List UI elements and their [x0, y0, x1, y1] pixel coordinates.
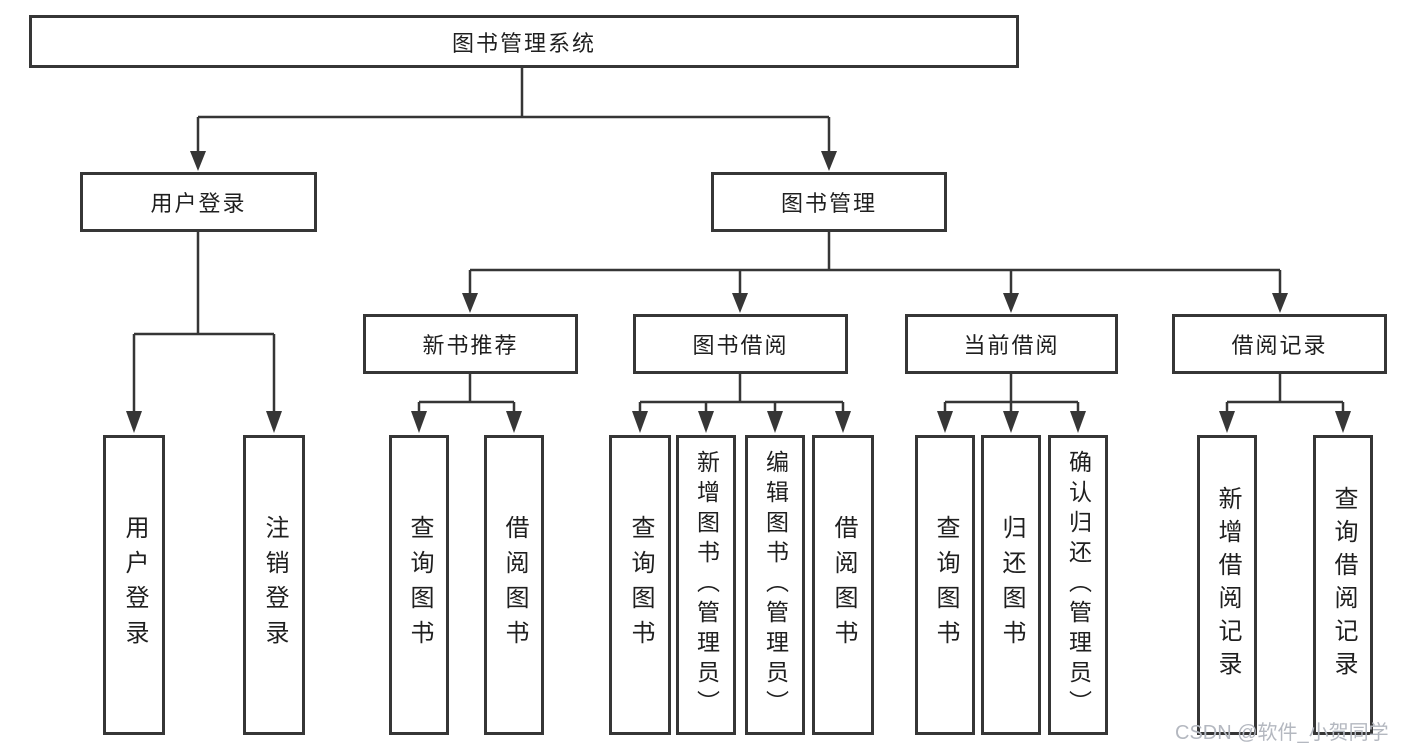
arrow-down-icon: [1003, 293, 1019, 313]
node-root: 图书管理系统: [29, 15, 1019, 68]
leaf-query-books-2: 查询图书: [609, 435, 671, 735]
leaf-borrow-books-1-label: 借阅图书: [501, 515, 528, 655]
arrow-down-icon: [1003, 411, 1019, 433]
node-current-borrowing: 当前借阅: [905, 314, 1118, 374]
node-user-login-label: 用户登录: [150, 191, 247, 216]
leaf-add-borrow-record: 新增借阅记录: [1197, 435, 1257, 735]
node-current-borrowing-label: 当前借阅: [963, 333, 1060, 358]
arrow-down-icon: [266, 411, 282, 433]
arrow-down-icon: [1335, 411, 1351, 433]
connector-book-mgmt: [468, 232, 1282, 295]
node-new-book-recommend-label: 新书推荐: [422, 333, 519, 358]
node-user-login: 用户登录: [80, 172, 317, 232]
leaf-borrow-books-2-label: 借阅图书: [830, 515, 857, 655]
node-new-book-recommend: 新书推荐: [363, 314, 578, 374]
leaf-logout: 注销登录: [243, 435, 305, 735]
leaf-logout-label: 注销登录: [261, 515, 288, 655]
leaf-confirm-return-admin-label: 确认归还（管理员）: [1065, 450, 1092, 720]
node-book-borrowing: 图书借阅: [633, 314, 848, 374]
leaf-confirm-return-admin: 确认归还（管理员）: [1048, 435, 1108, 735]
connector-new-book: [417, 374, 516, 413]
connector-book-borrow: [638, 374, 845, 413]
connector-current-borrow: [943, 374, 1080, 413]
leaf-query-borrow-record-label: 查询借阅记录: [1330, 486, 1357, 684]
leaf-add-books-admin: 新增图书（管理员）: [676, 435, 736, 735]
arrow-down-icon: [462, 293, 478, 313]
leaf-query-books-1-label: 查询图书: [406, 515, 433, 655]
leaf-borrow-books-1: 借阅图书: [484, 435, 544, 735]
connector-user-login: [132, 232, 276, 413]
arrow-down-icon: [732, 293, 748, 313]
arrow-down-icon: [1272, 293, 1288, 313]
arrow-down-icon: [190, 151, 206, 171]
node-root-label: 图书管理系统: [451, 30, 596, 56]
leaf-query-borrow-record: 查询借阅记录: [1313, 435, 1373, 735]
node-borrowing-records: 借阅记录: [1172, 314, 1387, 374]
leaf-query-books-3: 查询图书: [915, 435, 975, 735]
connector-root: [196, 68, 831, 153]
leaf-borrow-books-2: 借阅图书: [812, 435, 874, 735]
arrow-down-icon: [632, 411, 648, 433]
arrow-down-icon: [126, 411, 142, 433]
node-borrowing-records-label: 借阅记录: [1231, 333, 1328, 358]
leaf-user-login-label: 用户登录: [121, 515, 148, 655]
csdn-watermark: CSDN @软件_小贺同学: [1175, 722, 1389, 744]
arrow-down-icon: [767, 411, 783, 433]
arrow-down-icon: [411, 411, 427, 433]
arrow-down-icon: [1070, 411, 1086, 433]
leaf-return-books: 归还图书: [981, 435, 1041, 735]
node-book-management: 图书管理: [711, 172, 947, 232]
arrow-down-icon: [835, 411, 851, 433]
arrow-down-icon: [937, 411, 953, 433]
leaf-edit-books-admin-label: 编辑图书（管理员）: [762, 450, 789, 720]
leaf-query-books-3-label: 查询图书: [932, 515, 959, 655]
leaf-query-books-1: 查询图书: [389, 435, 449, 735]
arrow-down-icon: [698, 411, 714, 433]
leaf-user-login: 用户登录: [103, 435, 165, 735]
leaf-add-books-admin-label: 新增图书（管理员）: [693, 450, 720, 720]
arrow-down-icon: [506, 411, 522, 433]
connector-borrow-records: [1225, 374, 1345, 413]
leaf-return-books-label: 归还图书: [998, 515, 1025, 655]
arrow-down-icon: [821, 151, 837, 171]
leaf-add-borrow-record-label: 新增借阅记录: [1214, 486, 1241, 684]
arrow-down-icon: [1219, 411, 1235, 433]
leaf-edit-books-admin: 编辑图书（管理员）: [745, 435, 805, 735]
node-book-borrowing-label: 图书借阅: [692, 333, 789, 358]
node-book-management-label: 图书管理: [780, 191, 877, 216]
leaf-query-books-2-label: 查询图书: [627, 515, 654, 655]
